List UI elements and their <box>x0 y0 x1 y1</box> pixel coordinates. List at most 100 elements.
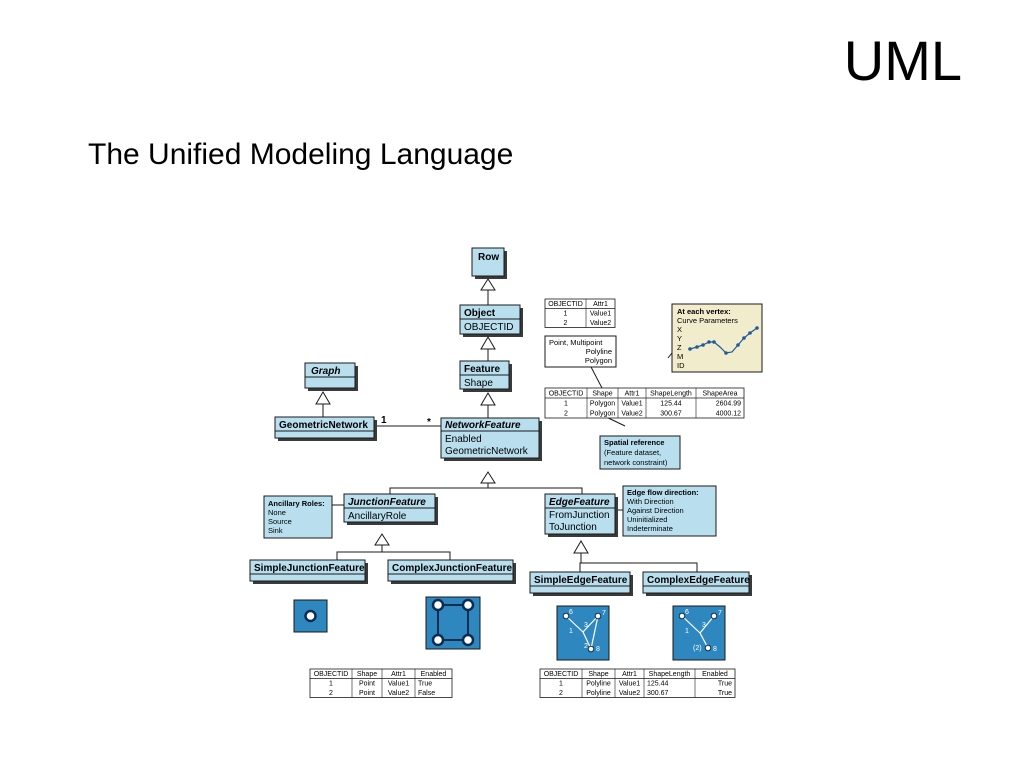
feature_table-cell-0-1: Polygon <box>590 401 615 408</box>
generalization-arrows <box>315 278 589 554</box>
multiplicity-many: * <box>427 417 431 428</box>
notes: At each vertex: Curve Parameters X Y Z M… <box>263 303 763 539</box>
complex-edge-label-4: (2) <box>693 645 702 652</box>
edge_table-header-4: Enabled <box>702 671 728 678</box>
class-simple-junction-name: SimpleJunctionFeature <box>254 563 365 574</box>
junction_table-cell-0-2: Value1 <box>388 681 409 688</box>
feature_table-cell-0-4: 2604.99 <box>716 401 741 408</box>
class-row-name: Row <box>478 252 499 263</box>
class-feature: Feature Shape <box>459 360 512 392</box>
edge_table-header-1: Shape <box>588 671 608 678</box>
class-object: Object OBJECTID <box>459 304 523 337</box>
leader-shapes <box>589 364 603 389</box>
feature_table-header-3: ShapeLength <box>650 391 692 398</box>
class-network-feature-attr-1: GeometricNetwork <box>445 446 529 457</box>
edge_table-cell-1-2: Value2 <box>619 690 640 697</box>
note-vertex: At each vertex: Curve Parameters X Y Z M… <box>671 303 763 373</box>
multiplicity-one: 1 <box>381 415 387 426</box>
simple-edge-label-2: 3 <box>584 622 588 629</box>
junction_table-header-0: OBJECTID <box>314 671 349 678</box>
triangle-networkfeature <box>480 471 496 484</box>
edge_table-cell-0-0: 1 <box>559 681 563 688</box>
note-spatial-line-0: (Feature dataset, <box>604 448 661 457</box>
symbol-simple-edge: 6 7 3 1 2 8 <box>556 605 610 661</box>
edge_table-header-0: OBJECTID <box>544 671 579 678</box>
edge_table-cell-0-2: Value1 <box>619 681 640 688</box>
feature_table-cell-1-2: Value2 <box>621 411 642 418</box>
note-vertex-line-0: Curve Parameters <box>677 316 738 325</box>
triangle-feature <box>480 392 496 406</box>
class-graph-name: Graph <box>311 366 340 377</box>
note-vertex-line-4: M <box>677 352 683 361</box>
feature_table-cell-0-0: 1 <box>564 401 568 408</box>
junction_table-cell-1-2: Value2 <box>388 690 409 697</box>
note-edgeflow-line-0: With Direction <box>627 497 674 506</box>
junction_table-header-2: Attr1 <box>391 671 406 678</box>
complex-edge-label-5: 8 <box>713 646 717 653</box>
note-edgeflow: Edge flow direction: With Direction Agai… <box>622 485 717 537</box>
feature_table-header-4: ShapeArea <box>702 391 737 398</box>
symbol-complex-edge: 6 7 3 1 (2) 8 <box>672 605 726 661</box>
edge_table-cell-1-0: 2 <box>559 690 563 697</box>
edge_table-cell-0-1: Polyline <box>586 681 611 688</box>
junction_table-cell-0-3: True <box>418 681 432 688</box>
note-vertex-line-2: Y <box>677 334 682 343</box>
junction_table-cell-1-1: Point <box>359 690 375 697</box>
note-spatial: Spatial reference (Feature dataset, netw… <box>599 435 681 470</box>
note-ancillary: Ancillary Roles: None Source Sink <box>263 495 333 539</box>
note-shapes-line-0: Point, Multipoint <box>549 338 603 347</box>
simple-edge-label-1: 7 <box>602 610 606 617</box>
class-junction-feature-name: JunctionFeature <box>348 497 426 508</box>
class-object-name: Object <box>464 308 496 319</box>
class-junction-feature: JunctionFeature AncillaryRole <box>343 493 438 525</box>
symbol-simple-junction <box>293 599 328 633</box>
class-geometric-network-name: GeometricNetwork <box>279 420 368 431</box>
note-vertex-title: At each vertex: <box>677 307 731 316</box>
class-network-feature: NetworkFeature Enabled GeometricNetwork <box>440 417 542 461</box>
simple-edge-label-4: 2 <box>584 643 588 650</box>
simple-edge-label-5: 8 <box>596 646 600 653</box>
complex-edge-label-1: 7 <box>718 610 722 617</box>
note-edgeflow-line-2: Uninitialized <box>627 515 667 524</box>
junction_table-header-3: Enabled <box>421 671 447 678</box>
note-ancillary-line-1: Source <box>268 517 292 526</box>
class-feature-attr-0: Shape <box>464 378 493 389</box>
junction_table-cell-0-0: 1 <box>329 681 333 688</box>
gen-line-junction-children <box>336 551 451 560</box>
triangle-junctionfeature <box>374 533 390 546</box>
edge_table-cell-1-3: 300.67 <box>647 690 669 697</box>
note-edgeflow-line-1: Against Direction <box>627 506 684 515</box>
class-edge-feature-attr-0: FromJunction <box>549 510 610 521</box>
class-network-feature-attr-0: Enabled <box>445 434 482 445</box>
feature_table-cell-0-3: 125.44 <box>660 401 682 408</box>
slide-subtitle: The Unified Modeling Language <box>88 138 514 171</box>
edge_table-cell-0-4: True <box>718 681 732 688</box>
object_table-cell-0-0: 1 <box>564 311 568 318</box>
class-row: Row <box>471 247 507 279</box>
note-ancillary-title: Ancillary Roles: <box>268 499 325 508</box>
triangle-object <box>480 336 496 350</box>
feature_table-header-0: OBJECTID <box>549 391 584 398</box>
class-complex-edge-name: ComplexEdgeFeature <box>647 575 750 586</box>
triangle-row <box>480 278 496 291</box>
class-complex-junction-feature: ComplexJunctionFeature <box>387 559 516 584</box>
note-edgeflow-line-3: Indeterminate <box>627 524 673 533</box>
simple-edge-label-3: 1 <box>569 628 573 635</box>
class-simple-edge-name: SimpleEdgeFeature <box>534 575 628 586</box>
class-edge-feature-name: EdgeFeature <box>549 497 610 508</box>
object_table-cell-1-0: 2 <box>564 320 568 327</box>
feature_table-cell-1-0: 2 <box>564 411 568 418</box>
note-vertex-line-1: X <box>677 325 682 334</box>
class-junction-feature-attr-0: AncillaryRole <box>348 511 407 522</box>
class-boxes: Row Object OBJECTID Feature Shape Graph <box>249 247 752 596</box>
junction_table-header-1: Shape <box>357 671 377 678</box>
symbol-complex-junction <box>425 596 481 650</box>
class-edge-feature-attr-1: ToJunction <box>549 522 597 533</box>
gen-line-junction-edge-bus <box>389 487 583 494</box>
note-ancillary-line-2: Sink <box>268 526 283 535</box>
triangle-edgefeature <box>573 540 589 554</box>
class-object-attr-0: OBJECTID <box>464 322 513 333</box>
junction_table-cell-0-1: Point <box>359 681 375 688</box>
